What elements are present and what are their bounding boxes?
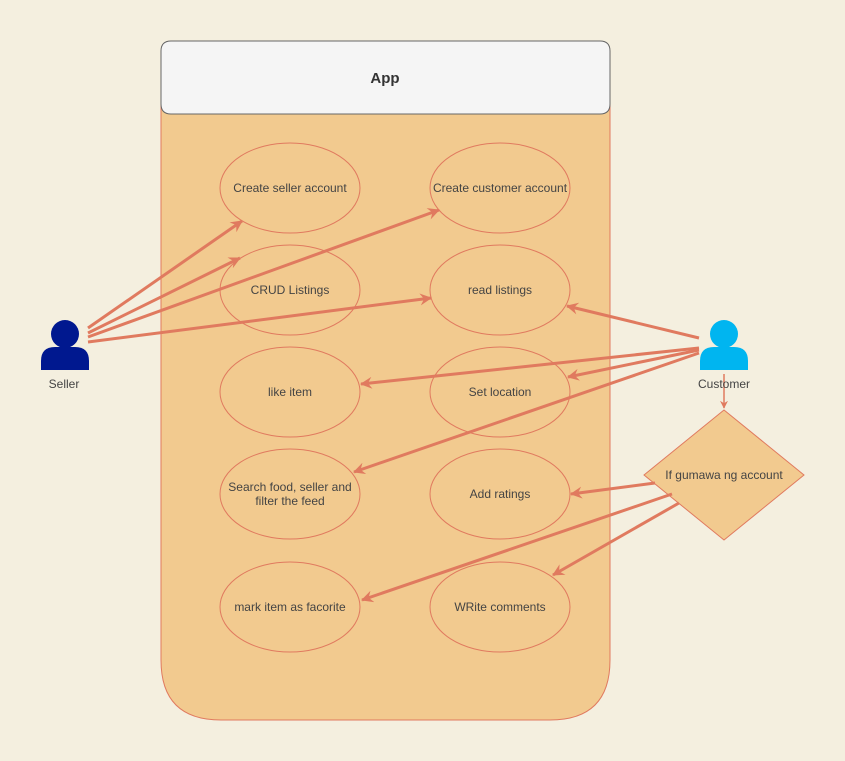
use-case-label: read listings bbox=[468, 283, 532, 297]
use-case-write-comments[interactable]: WRite comments bbox=[429, 561, 571, 653]
use-case-add-ratings[interactable]: Add ratings bbox=[429, 448, 571, 540]
decision-associations bbox=[361, 481, 680, 603]
use-case-create-customer-account[interactable]: Create customer account bbox=[429, 142, 571, 234]
use-case-label: Set location bbox=[469, 385, 532, 399]
use-case-label: like item bbox=[268, 385, 312, 399]
use-case-label: mark item as facorite bbox=[234, 600, 346, 614]
use-case-like-item[interactable]: like item bbox=[219, 346, 361, 438]
customer-to-set-location-arrow bbox=[567, 348, 700, 381]
customer-associations bbox=[353, 302, 728, 475]
seller-user-icon bbox=[41, 320, 89, 370]
use-case-label: Create seller account bbox=[233, 181, 347, 195]
use-case-read-listings[interactable]: read listings bbox=[429, 244, 571, 336]
seller-to-crud-listings-arrow bbox=[87, 256, 241, 335]
actor-customer[interactable]: Customer bbox=[698, 320, 750, 391]
customer-to-read-listings-arrow bbox=[566, 302, 700, 340]
seller-associations bbox=[87, 208, 440, 344]
seller-to-create-seller-account-arrow bbox=[87, 219, 243, 330]
customer-to-search-food-arrow bbox=[353, 351, 700, 475]
decision-to-write-comments-arrow bbox=[552, 501, 680, 577]
use-case-mark-favorite[interactable]: mark item as facorite bbox=[219, 561, 361, 653]
actor-label-customer: Customer bbox=[698, 377, 750, 391]
actor-seller[interactable]: Seller bbox=[41, 320, 89, 391]
use-case-label: WRite comments bbox=[454, 600, 545, 614]
decision-to-mark-favorite-arrow bbox=[361, 492, 673, 603]
use-case-set-location[interactable]: Set location bbox=[429, 346, 571, 438]
use-case-label-line-1: Search food, seller and bbox=[228, 480, 351, 494]
decision-diamond[interactable]: If gumawa ng account bbox=[643, 409, 805, 541]
decision-to-add-ratings-arrow bbox=[570, 481, 656, 499]
use-case-create-seller-account[interactable]: Create seller account bbox=[219, 142, 361, 234]
actor-label-seller: Seller bbox=[49, 377, 80, 391]
customer-to-like-item-arrow bbox=[360, 346, 700, 389]
use-case-search-food[interactable]: Search food, seller and filter the feed bbox=[219, 448, 361, 540]
use-case-label-line-2: filter the feed bbox=[255, 494, 324, 508]
seller-to-create-customer-account-arrow bbox=[87, 208, 440, 339]
use-case-label: Add ratings bbox=[470, 487, 531, 501]
seller-to-read-listings-arrow bbox=[87, 293, 432, 344]
use-case-label: CRUD Listings bbox=[251, 283, 330, 297]
system-title: App bbox=[370, 70, 399, 87]
customer-user-icon bbox=[700, 320, 748, 370]
system-boundary-header bbox=[160, 40, 611, 115]
use-case-label: Create customer account bbox=[433, 181, 568, 195]
decision-label: If gumawa ng account bbox=[665, 468, 783, 482]
